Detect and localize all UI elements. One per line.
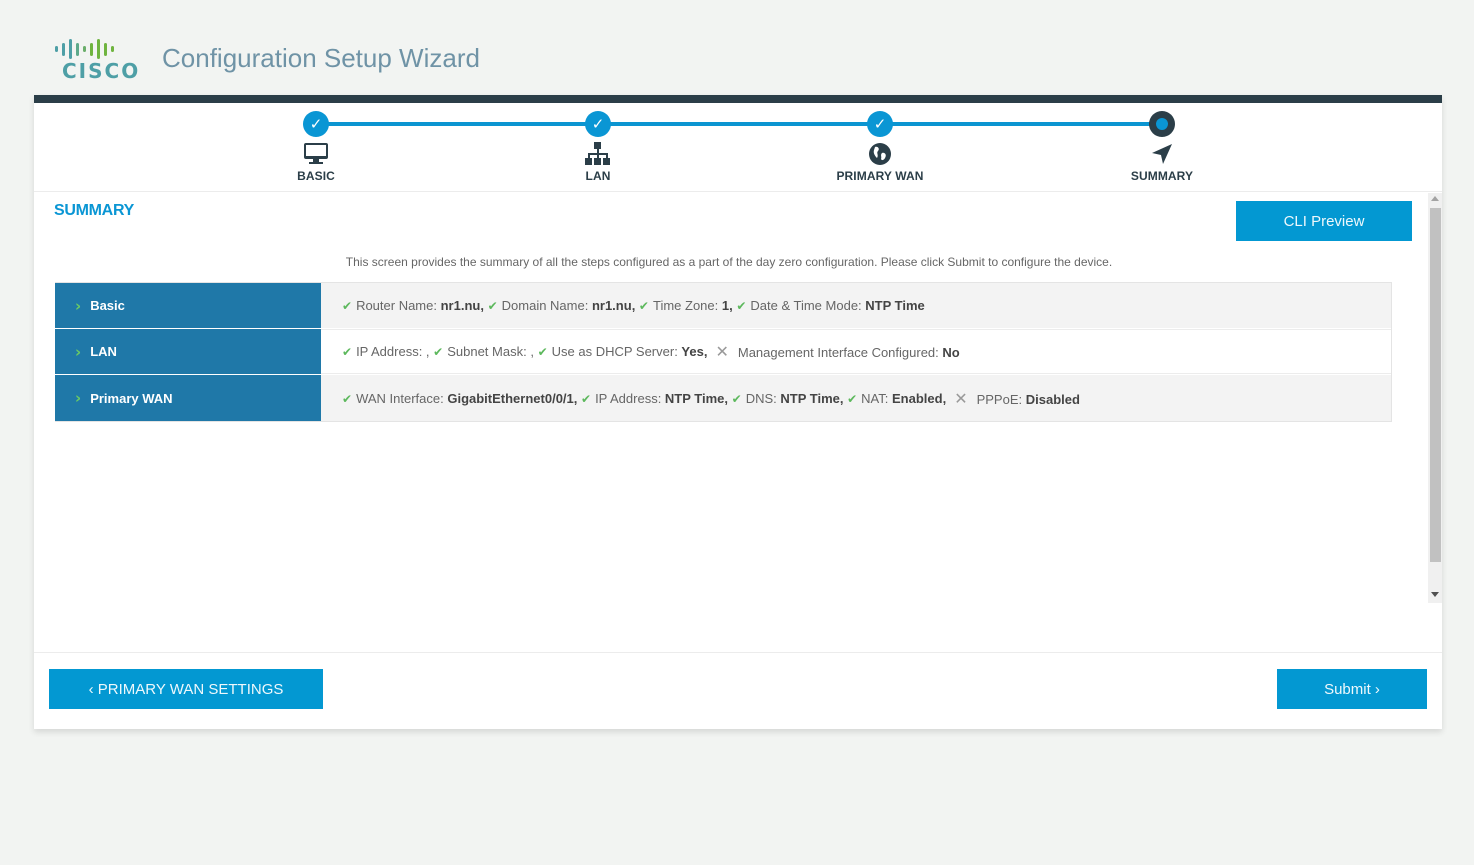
check-icon: ✔	[342, 299, 353, 313]
detail-date-time-mode: ✔Date & Time Mode: NTP Time	[736, 298, 925, 313]
step-basic[interactable]: ✓ BASIC	[216, 111, 416, 183]
check-icon: ✔	[537, 345, 548, 359]
summary-row-details: ✔Router Name: nr1.nu, ✔Domain Name: nr1.…	[321, 283, 1391, 328]
cisco-logo: CISCO	[55, 38, 139, 88]
detail-dhcp-server: ✔Use as DHCP Server: Yes,	[537, 344, 708, 359]
step-primary-wan[interactable]: ✓ PRIMARY WAN	[780, 111, 980, 183]
detail-dns: ✔DNS: NTP Time,	[731, 390, 848, 406]
cross-icon: ✕	[715, 342, 729, 361]
step-lan[interactable]: ✓ LAN	[498, 111, 698, 183]
step-current-indicator-icon	[1149, 111, 1175, 137]
cli-preview-button[interactable]: CLI Preview	[1236, 201, 1412, 241]
step-complete-check-icon: ✓	[867, 111, 893, 137]
step-label: BASIC	[297, 169, 335, 183]
chevron-right-icon: ›	[75, 296, 82, 315]
detail-nat: ✔NAT: Enabled,	[847, 390, 947, 406]
cross-icon: ✕	[954, 388, 968, 408]
detail-domain-name: ✔Domain Name: nr1.nu,	[487, 298, 639, 313]
summary-row-basic: › Basic ✔Router Name: nr1.nu, ✔Domain Na…	[55, 283, 1391, 329]
detail-wan-ip-address: ✔IP Address: NTP Time,	[581, 390, 732, 406]
app-title: Configuration Setup Wizard	[162, 43, 480, 73]
summary-description: This screen provides the summary of all …	[345, 255, 1113, 269]
previous-step-button[interactable]: ‹ PRIMARY WAN SETTINGS	[49, 669, 323, 709]
detail-router-name: ✔Router Name: nr1.nu,	[342, 298, 488, 313]
check-icon: ✔	[342, 345, 353, 359]
summary-table: › Basic ✔Router Name: nr1.nu, ✔Domain Na…	[55, 282, 1392, 422]
navigation-arrow-icon	[1147, 140, 1177, 168]
wizard-footer: ‹ PRIMARY WAN SETTINGS Submit ›	[34, 652, 1442, 729]
check-icon: ✔	[847, 391, 858, 406]
detail-management-interface: ✕Management Interface Configured: No	[715, 342, 960, 361]
chevron-right-icon: ›	[75, 342, 82, 361]
network-icon	[583, 140, 613, 168]
step-label: LAN	[585, 169, 611, 183]
summary-row-label: LAN	[90, 344, 117, 359]
step-complete-check-icon: ✓	[585, 111, 611, 137]
cisco-wordmark: CISCO	[62, 59, 141, 83]
scroll-up-arrow-icon[interactable]	[1431, 196, 1439, 201]
submit-button[interactable]: Submit ›	[1277, 669, 1427, 709]
app-header: CISCO Configuration Setup Wizard	[0, 0, 1474, 95]
check-icon: ✔	[581, 391, 592, 406]
detail-time-zone: ✔Time Zone: 1,	[638, 298, 737, 313]
cisco-logo-bars-icon	[55, 38, 139, 60]
section-title: SUMMARY	[54, 202, 134, 219]
summary-row-toggle-lan[interactable]: › LAN	[55, 329, 321, 374]
check-icon: ✔	[342, 391, 353, 406]
check-icon: ✔	[487, 299, 498, 313]
summary-panel: SUMMARY CLI Preview This screen provides…	[34, 193, 1442, 698]
detail-subnet-mask: ✔Subnet Mask: ,	[433, 344, 538, 359]
globe-icon	[865, 140, 895, 168]
wizard-stepper: ✓ BASIC ✓ LAN ✓ PRIMARY WAN SUMM	[34, 103, 1442, 192]
check-icon: ✔	[433, 345, 444, 359]
detail-pppoe: ✕PPPoE: Disabled	[954, 388, 1080, 408]
summary-row-toggle-basic[interactable]: › Basic	[55, 283, 321, 328]
summary-row-details: ✔IP Address: , ✔Subnet Mask: , ✔Use as D…	[321, 329, 1391, 374]
summary-row-primary-wan: › Primary WAN ✔WAN Interface: GigabitEth…	[55, 375, 1391, 421]
scrollbar-thumb[interactable]	[1430, 208, 1441, 562]
stepper-progress-line	[316, 122, 1162, 126]
chevron-right-icon: ›	[75, 389, 82, 407]
content-scrollbar[interactable]	[1428, 193, 1442, 603]
summary-row-lan: › LAN ✔IP Address: , ✔Subnet Mask: , ✔Us…	[55, 329, 1391, 375]
card-top-bar	[34, 95, 1442, 103]
summary-row-details: ✔WAN Interface: GigabitEthernet0/0/1, ✔I…	[321, 375, 1391, 421]
wizard-card: ✓ BASIC ✓ LAN ✓ PRIMARY WAN SUMM	[34, 95, 1442, 729]
step-label: PRIMARY WAN	[836, 169, 924, 183]
step-complete-check-icon: ✓	[303, 111, 329, 137]
check-icon: ✔	[736, 299, 747, 313]
step-label: SUMMARY	[1130, 169, 1194, 183]
check-icon: ✔	[638, 299, 649, 313]
monitor-icon	[301, 140, 331, 168]
scroll-down-arrow-icon[interactable]	[1431, 592, 1439, 597]
check-icon: ✔	[731, 391, 742, 406]
step-summary[interactable]: SUMMARY	[1062, 111, 1262, 183]
summary-row-label: Primary WAN	[90, 390, 173, 406]
detail-wan-interface: ✔WAN Interface: GigabitEthernet0/0/1,	[342, 390, 581, 406]
summary-row-label: Basic	[90, 298, 125, 313]
summary-row-toggle-primary-wan[interactable]: › Primary WAN	[55, 375, 321, 421]
detail-ip-address: ✔IP Address: ,	[342, 344, 434, 359]
